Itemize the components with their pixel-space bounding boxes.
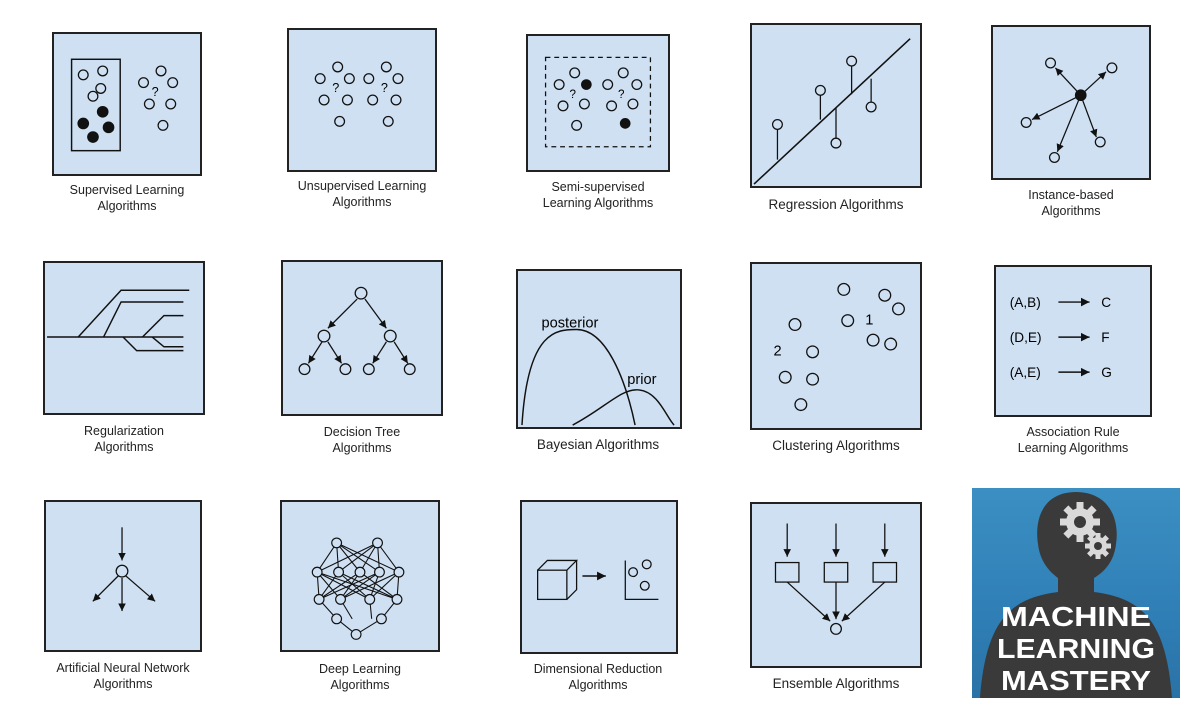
dimensional-reduction-diagram [520,500,678,654]
semi-supervised-caption: Semi-supervised Learning Algorithms [508,179,688,211]
rule-3-lhs: (A,E) [1010,365,1041,380]
gears-head-icon: MACHINE LEARNING MASTERY [972,488,1180,698]
logo-line-3: MASTERY [1001,665,1151,696]
question-mark: ? [332,81,339,95]
instance-diagram-svg [993,27,1149,178]
neural-diagram-svg [46,502,200,650]
unsupervised-learning-diagram: ? ? [287,28,437,172]
neural-caption: Artificial Neural Network Algorithms [33,660,213,692]
deep-diagram-svg [282,502,438,650]
clustering-diagram: 1 2 [750,262,922,430]
regularization-diagram-svg [45,263,203,413]
decision-tree-diagram [281,260,443,416]
dimensional-caption: Dimensional Reduction Algorithms [508,661,688,693]
association-caption: Association Rule Learning Algorithms [983,424,1163,456]
regression-caption: Regression Algorithms [742,197,930,213]
supervised-learning-diagram: ? [52,32,202,176]
rule-2-lhs: (D,E) [1010,330,1042,345]
association-diagram-svg: (A,B) C (D,E) F (A,E) G [996,267,1150,415]
clustering-diagram-svg: 1 2 [752,264,920,428]
bayesian-diagram-svg: posterior prior [518,271,680,427]
regularization-caption: Regularization Algorithms [34,423,214,455]
logo-line-2: LEARNING [997,633,1155,664]
question-mark: ? [152,85,159,99]
semi-supervised-diagram: ? ? [526,34,670,172]
cluster-2-label: 2 [774,344,782,360]
prior-label: prior [627,372,656,388]
semi-supervised-diagram-svg: ? ? [528,36,668,170]
logo-line-1: MACHINE [1001,601,1151,632]
ensemble-caption: Ensemble Algorithms [744,676,928,692]
machine-learning-mastery-logo: MACHINE LEARNING MASTERY [972,488,1180,698]
instance-based-diagram [991,25,1151,180]
clustering-caption: Clustering Algorithms [744,438,928,454]
neural-network-diagram [44,500,202,652]
rule-1-rhs: C [1101,295,1111,310]
decision-tree-diagram-svg [283,262,441,414]
cluster-1-label: 1 [865,313,873,329]
deep-learning-diagram [280,500,440,652]
regression-diagram-svg [752,25,920,186]
ensemble-diagram [750,502,922,668]
rule-2-rhs: F [1101,330,1109,345]
question-mark: ? [381,81,388,95]
posterior-label: posterior [541,316,598,332]
regression-diagram [750,23,922,188]
regularization-diagram [43,261,205,415]
supervised-diagram-svg: ? [54,34,200,174]
unsupervised-diagram-svg: ? ? [289,30,435,170]
instance-caption: Instance-based Algorithms [981,187,1161,219]
deep-caption: Deep Learning Algorithms [270,661,450,693]
association-rule-diagram: (A,B) C (D,E) F (A,E) G [994,265,1152,417]
bayesian-caption: Bayesian Algorithms [508,437,688,453]
decision-tree-caption: Decision Tree Algorithms [272,424,452,456]
unsupervised-caption: Unsupervised Learning Algorithms [272,178,452,210]
rule-3-rhs: G [1101,365,1112,380]
bayesian-diagram: posterior prior [516,269,682,429]
dimensional-diagram-svg [522,502,676,652]
question-mark: ? [570,88,577,101]
question-mark: ? [618,88,625,101]
supervised-caption: Supervised Learning Algorithms [40,182,214,214]
ensemble-diagram-svg [752,504,920,666]
rule-1-lhs: (A,B) [1010,295,1041,310]
